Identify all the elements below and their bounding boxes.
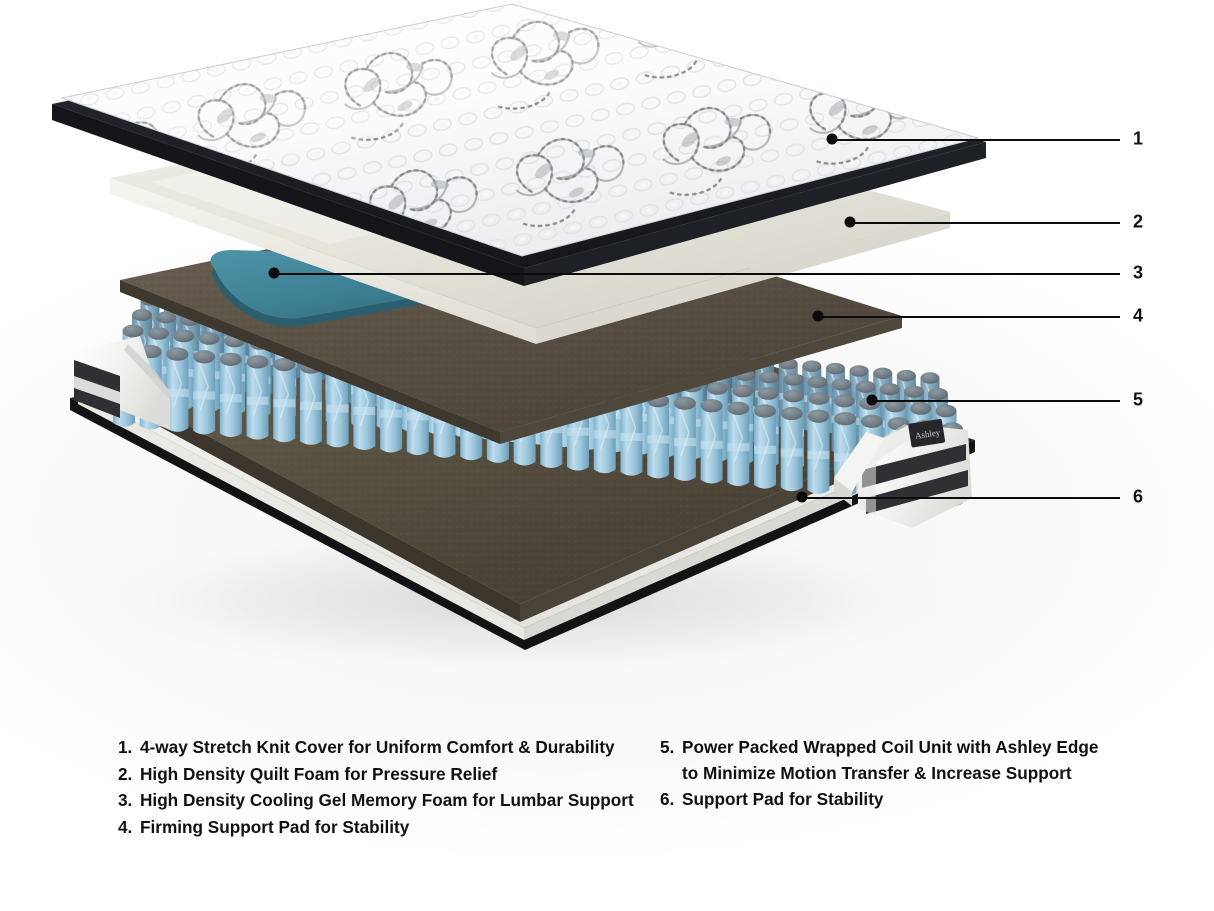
legend-item-2: 2. High Density Quilt Foam for Pressure R…	[118, 762, 648, 788]
legend-right-column: 5. Power Packed Wrapped Coil Unit with As…	[660, 735, 1130, 814]
legend-item-number: 1.	[118, 737, 133, 757]
legend-item-number: 5.	[660, 737, 675, 757]
legend: 1. 4-way Stretch Knit Cover for Uniform C…	[0, 735, 1214, 865]
legend-item-5: 5. Power Packed Wrapped Coil Unit with As…	[660, 735, 1130, 786]
legend-item-1: 1. 4-way Stretch Knit Cover for Uniform C…	[118, 735, 648, 761]
knit-cover-layer	[52, 3, 986, 286]
coil-3-2	[166, 347, 189, 432]
coil-3-6	[273, 357, 296, 443]
callout-line-3	[274, 273, 1120, 275]
base-slab-side	[78, 392, 524, 640]
legend-item-text: Power Packed Wrapped Coil Unit with Ashl…	[682, 737, 1099, 783]
legend-item-text: High Density Quilt Foam for Pressure Rel…	[140, 763, 498, 784]
coil-3-26	[807, 409, 830, 494]
firming-pad-front	[120, 280, 500, 444]
callout-number-1: 1	[1133, 128, 1144, 149]
legend-item-3: 3. High Density Cooling Gel Memory Foam f…	[118, 788, 648, 814]
callout-line-1	[832, 139, 1120, 141]
base-support-pad-front	[96, 376, 520, 622]
base-binding-front	[70, 398, 975, 650]
callout-number-5: 5	[1133, 389, 1144, 410]
coil-3-21	[673, 396, 696, 481]
legend-item-text: Firming Support Pad for Stability	[140, 816, 410, 837]
mattress-exploded-diagram: Ashley	[50, 3, 990, 678]
cover-binding-right	[524, 142, 986, 286]
coil-3-7	[299, 360, 322, 445]
firming-pad-right	[500, 316, 902, 444]
legend-item-number: 4.	[118, 816, 133, 837]
coil-3-25	[780, 406, 803, 492]
coil-3-3	[193, 350, 216, 435]
callout-number-6: 6	[1133, 486, 1144, 507]
callout-line-4	[818, 316, 1120, 318]
svg-text:Ashley: Ashley	[914, 427, 941, 441]
callout-number-2: 2	[1133, 211, 1144, 232]
callout-line-2	[850, 222, 1120, 224]
coil-3-20	[647, 394, 670, 479]
legend-item-4: 4. Firming Support Pad for Stability	[118, 815, 648, 841]
ashley-brand-tag	[908, 418, 946, 448]
coil-3-22	[700, 399, 723, 484]
callout-line-6	[802, 497, 1120, 499]
coil-3-24	[754, 404, 777, 489]
ashley-edge-left	[74, 336, 170, 430]
legend-item-text: High Density Cooling Gel Memory Foam for…	[140, 790, 634, 810]
quilt-foam-front	[110, 178, 536, 344]
coil-3-23	[727, 401, 750, 487]
cover-binding-front	[52, 104, 524, 286]
quilt-foam-right	[536, 212, 950, 344]
legend-item-6: 6. Support Pad for Stability	[660, 787, 1130, 813]
legend-left-column: 1. 4-way Stretch Knit Cover for Uniform C…	[118, 735, 648, 841]
ashley-edge-right: Ashley	[834, 418, 972, 528]
coil-3-4	[219, 352, 242, 438]
legend-item-text: Support Pad for Stability	[682, 789, 884, 809]
legend-item-text: 4-way Stretch Knit Cover for Uniform Com…	[140, 737, 615, 757]
coil-3-5	[246, 355, 269, 440]
callout-number-4: 4	[1133, 305, 1144, 326]
callout-number-3: 3	[1133, 262, 1144, 283]
legend-item-number: 2.	[118, 763, 133, 784]
callout-line-5	[872, 400, 1120, 402]
legend-item-number: 3.	[118, 790, 133, 810]
legend-item-number: 6.	[660, 789, 675, 809]
